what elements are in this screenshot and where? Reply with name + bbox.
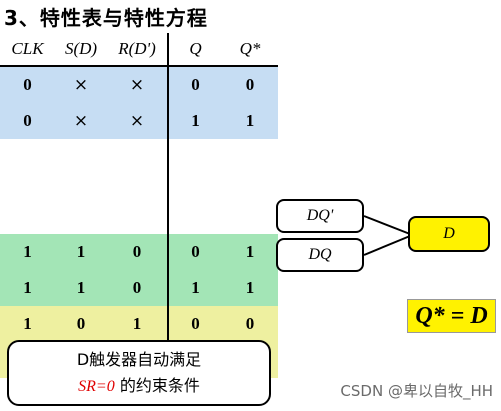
cell: 0: [167, 234, 222, 270]
table-header: CLK S(D) R(D') Q Q*: [0, 33, 278, 67]
cell: ×: [73, 75, 89, 95]
dq-prime-box: DQ': [276, 199, 364, 233]
dq-box: DQ: [276, 238, 364, 272]
cell: ×: [129, 75, 145, 95]
cell: 1: [76, 278, 86, 297]
header-r: R(D'): [118, 39, 156, 58]
header-s: S(D): [64, 39, 98, 58]
cell: 1: [76, 242, 86, 261]
table-row: 1 0 1 0 0: [0, 306, 278, 342]
cell: 0: [132, 242, 142, 261]
cell: 0: [76, 314, 86, 333]
cell: 1: [23, 242, 32, 261]
characteristic-table: CLK S(D) R(D') Q Q* 0 × × 0 0 0 × × 1 1 …: [0, 33, 278, 378]
d-result-box: D: [408, 216, 490, 252]
note-line-2: SR=0 的约束条件: [78, 373, 200, 400]
cell: 1: [245, 242, 255, 261]
characteristic-equation: Q* = D: [407, 299, 496, 333]
cell: 1: [132, 314, 142, 333]
table-gap: [0, 139, 278, 234]
header-clk: CLK: [11, 39, 44, 58]
cell: 1: [23, 314, 32, 333]
header-q: Q: [167, 33, 222, 65]
cell: 0: [245, 314, 255, 333]
cell: 0: [23, 111, 32, 130]
table-row: 0 × × 0 0: [0, 67, 278, 103]
table-row: 0 × × 1 1: [0, 103, 278, 139]
section-title: 3、特性表与特性方程: [4, 6, 208, 30]
cell: 1: [245, 111, 255, 130]
cell: 0: [245, 75, 255, 94]
table-row: 1 1 0 1 1: [0, 270, 278, 306]
cell: ×: [73, 111, 89, 131]
cell: 1: [23, 278, 32, 297]
header-qstar: Q*: [239, 39, 261, 58]
note-line-2-rest: 的约束条件: [114, 375, 200, 395]
table-row: 1 1 0 0 1: [0, 234, 278, 270]
cell: 0: [167, 306, 222, 342]
watermark: CSDN @卑以自牧_HH: [340, 382, 493, 400]
cell: 0: [23, 75, 32, 94]
cell: 0: [132, 278, 142, 297]
note-sr-condition: SR=0: [78, 377, 115, 395]
note-line-1: D触发器自动满足: [76, 349, 202, 369]
cell: 1: [245, 278, 255, 297]
cell: 0: [167, 67, 222, 103]
cell: ×: [129, 111, 145, 131]
constraint-note: D触发器自动满足 SR=0 的约束条件: [7, 340, 271, 406]
cell: 1: [167, 270, 222, 306]
cell: 1: [167, 103, 222, 139]
